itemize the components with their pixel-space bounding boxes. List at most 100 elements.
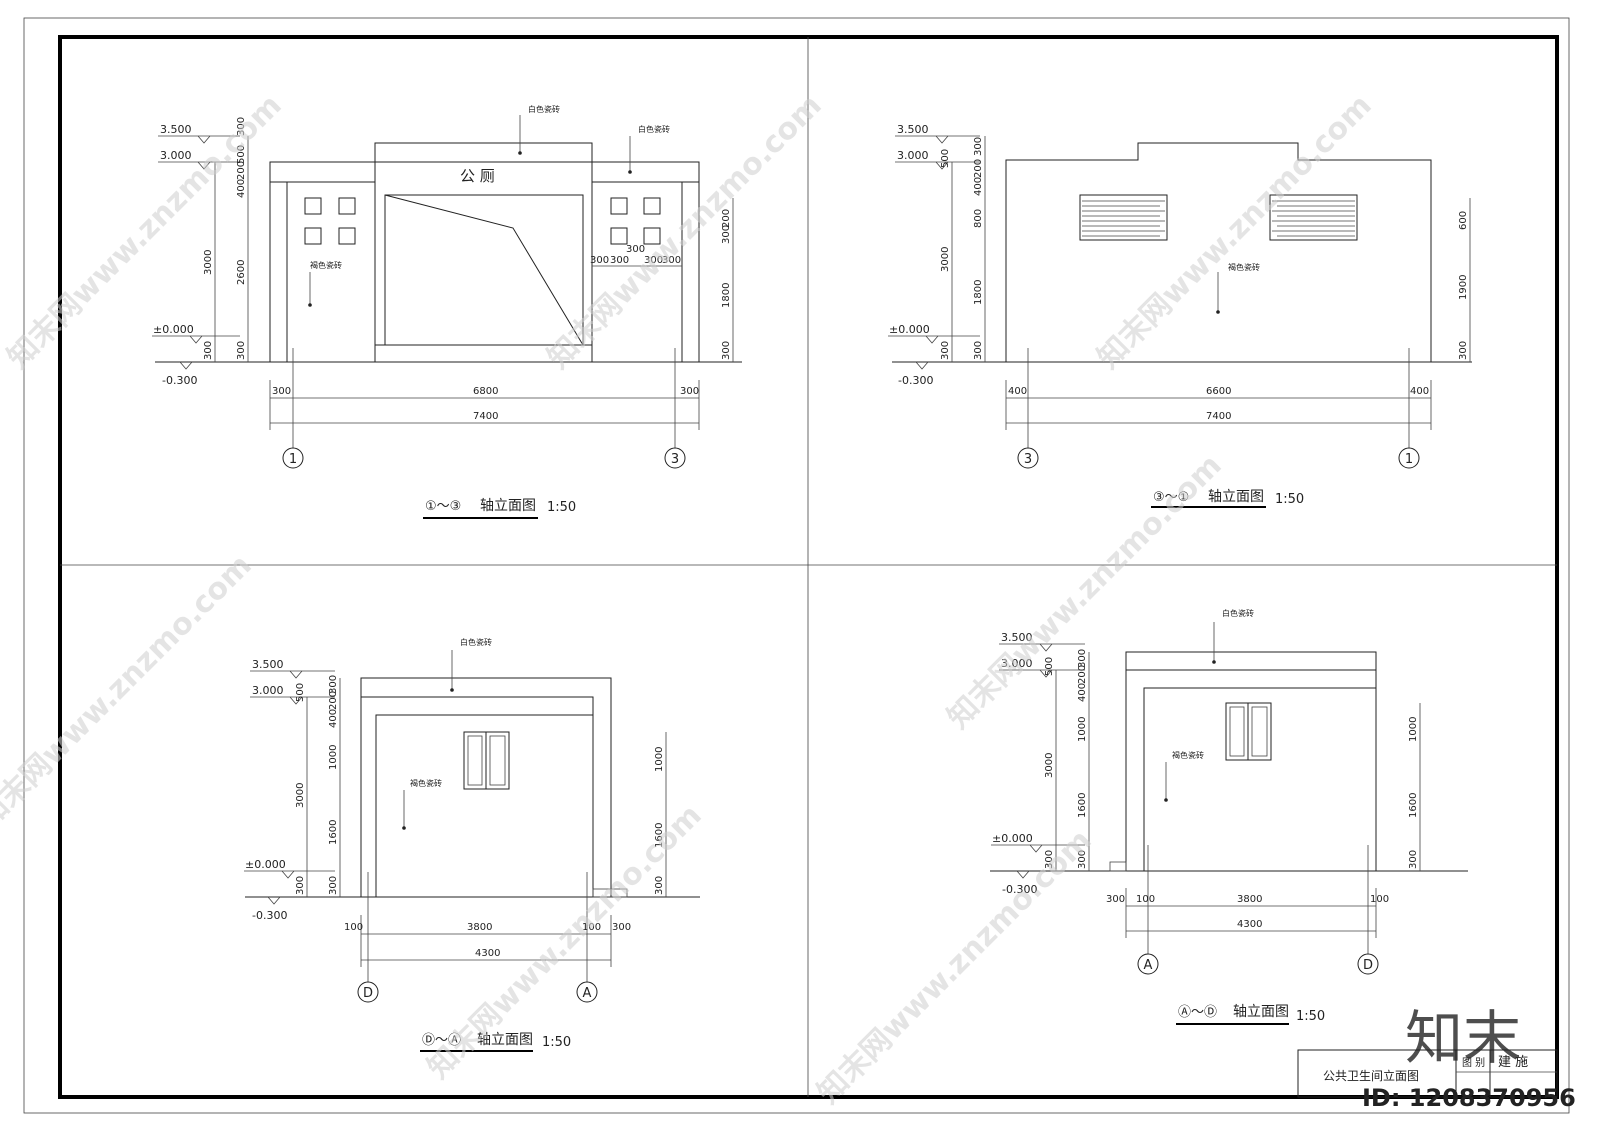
material-note: 白色瓷砖 bbox=[460, 637, 492, 647]
dim-text: 6800 bbox=[473, 386, 498, 397]
dim-text: 1800 bbox=[973, 280, 984, 305]
axis-bubble bbox=[576, 981, 598, 1003]
outer-border bbox=[23, 17, 1570, 1114]
louver-window bbox=[1079, 194, 1168, 241]
axis-label: A bbox=[1144, 958, 1153, 973]
building-outline bbox=[1125, 651, 1377, 872]
dim-text: 300 bbox=[644, 255, 663, 266]
view-title: 轴立面图 bbox=[1208, 489, 1264, 505]
dim-text: 300 bbox=[236, 341, 247, 360]
dim-text: 200 bbox=[236, 161, 247, 180]
opening bbox=[384, 194, 584, 346]
dim-text: 3000 bbox=[203, 250, 214, 275]
axis-label: 3 bbox=[671, 452, 679, 467]
view-title-prefix: ③～① bbox=[1153, 490, 1189, 505]
drawing-name: 公共卫生间立面图 bbox=[1323, 1068, 1419, 1083]
window bbox=[338, 197, 356, 215]
level-mark: ±0.000 bbox=[153, 323, 194, 336]
dim-text: 300 bbox=[973, 137, 984, 156]
level-mark: ±0.000 bbox=[889, 323, 930, 336]
level-mark: -0.300 bbox=[252, 909, 287, 922]
dim-text: 1800 bbox=[721, 283, 732, 308]
dim-text: 300 bbox=[236, 117, 247, 136]
dim-text: 300 bbox=[654, 876, 665, 895]
axis-label: D bbox=[1363, 958, 1373, 973]
dim-text: 100 bbox=[344, 922, 363, 933]
window bbox=[304, 227, 322, 245]
dim-text: 500 bbox=[940, 149, 951, 168]
level-mark: 3.500 bbox=[897, 123, 929, 136]
axis-label: 1 bbox=[289, 452, 297, 467]
dim-text: 100 bbox=[1370, 894, 1389, 905]
dim-text: 300 bbox=[662, 255, 681, 266]
dim-text: 200 bbox=[1077, 665, 1088, 684]
watermarks: 知末网www.znzmo.com 知末网www.znzmo.com 知末网www… bbox=[0, 88, 1576, 1112]
axis-label: 3 bbox=[1024, 452, 1032, 467]
level-mark: 3.500 bbox=[160, 123, 192, 136]
watermark-id: ID: 1208370956 bbox=[1362, 1084, 1576, 1112]
dim-text: 4300 bbox=[1237, 919, 1262, 930]
dim-text: 4300 bbox=[475, 948, 500, 959]
dim-text: 3000 bbox=[1044, 753, 1055, 778]
watermark-text: 知末网www.znzmo.com bbox=[0, 548, 259, 836]
view-scale: 1:50 bbox=[542, 1035, 571, 1050]
material-note: 褐色瓷砖 bbox=[410, 778, 442, 788]
elevation-d-a: 白色瓷砖 褐色瓷砖 3.500 3.000 ±0.000 -0.300 300 … bbox=[244, 637, 700, 1052]
dim-text: 7400 bbox=[473, 411, 498, 422]
axis-bubble bbox=[664, 447, 686, 469]
dim-text: 300 bbox=[328, 675, 339, 694]
axis-label: A bbox=[583, 986, 592, 1001]
view-title-prefix: Ⓓ～Ⓐ bbox=[422, 1033, 461, 1048]
dim-text: 1000 bbox=[1077, 717, 1088, 742]
title-block: 公共卫生间立面图 图 别 建 施 bbox=[1297, 1049, 1558, 1098]
dim-text: 1000 bbox=[328, 745, 339, 770]
window bbox=[643, 197, 661, 215]
dim-text: 1600 bbox=[654, 823, 665, 848]
level-mark: ±0.000 bbox=[245, 858, 286, 871]
material-note: 白色瓷砖 bbox=[528, 104, 560, 114]
sheet-type-value: 建 施 bbox=[1498, 1055, 1528, 1070]
dim-text: 300 bbox=[1077, 850, 1088, 869]
dim-text: 300 bbox=[626, 244, 645, 255]
window bbox=[610, 197, 628, 215]
elevation-3-1: 褐色瓷砖 3.500 3.000 ±0.000 -0.300 300 500 2… bbox=[888, 123, 1472, 508]
roof-label: 公 厕 bbox=[460, 167, 495, 185]
dim-text: 100 bbox=[582, 922, 601, 933]
axis-bubble bbox=[357, 981, 379, 1003]
dim-text: 1000 bbox=[654, 747, 665, 772]
dim-text: 100 bbox=[1136, 894, 1155, 905]
dim-text: 300 bbox=[1077, 649, 1088, 668]
watermark-text: 知末网www.znzmo.com bbox=[1, 88, 289, 376]
dim-text: 400 bbox=[973, 177, 984, 196]
material-note: 褐色瓷砖 bbox=[1172, 750, 1204, 760]
axis-bubble bbox=[1398, 447, 1420, 469]
window bbox=[338, 227, 356, 245]
level-mark: -0.300 bbox=[898, 374, 933, 387]
dim-text: 300 bbox=[1044, 850, 1055, 869]
dim-text: 3800 bbox=[467, 922, 492, 933]
dim-text: 7400 bbox=[1206, 411, 1231, 422]
inner-frame bbox=[58, 35, 1559, 1099]
dim-text: 500 bbox=[295, 683, 306, 702]
elevation-1-3: 公 厕 白色瓷砖 白色瓷砖 褐色瓷砖 3.500 3.000 ±0.000 -0… bbox=[152, 104, 742, 519]
dim-text: 400 bbox=[1410, 386, 1429, 397]
dim-text: 300 bbox=[203, 341, 214, 360]
dim-text: 300 bbox=[721, 341, 732, 360]
axis-bubble bbox=[1357, 953, 1379, 975]
level-mark: 3.000 bbox=[160, 149, 192, 162]
level-mark: -0.300 bbox=[1002, 883, 1037, 896]
dim-text: 300 bbox=[940, 341, 951, 360]
axis-label: 1 bbox=[1405, 452, 1413, 467]
level-mark: 3.000 bbox=[1001, 657, 1033, 670]
dim-text: 1600 bbox=[328, 820, 339, 845]
dim-text: 300 bbox=[272, 386, 291, 397]
axis-bubble bbox=[1137, 953, 1159, 975]
view-scale: 1:50 bbox=[1275, 492, 1304, 507]
material-note: 褐色瓷砖 bbox=[310, 260, 342, 270]
dim-text: 1600 bbox=[1408, 793, 1419, 818]
dim-text: 200 bbox=[721, 209, 732, 228]
view-title-prefix: ①～③ bbox=[425, 499, 461, 514]
level-mark: -0.300 bbox=[162, 374, 197, 387]
axis-label: D bbox=[363, 986, 373, 1001]
